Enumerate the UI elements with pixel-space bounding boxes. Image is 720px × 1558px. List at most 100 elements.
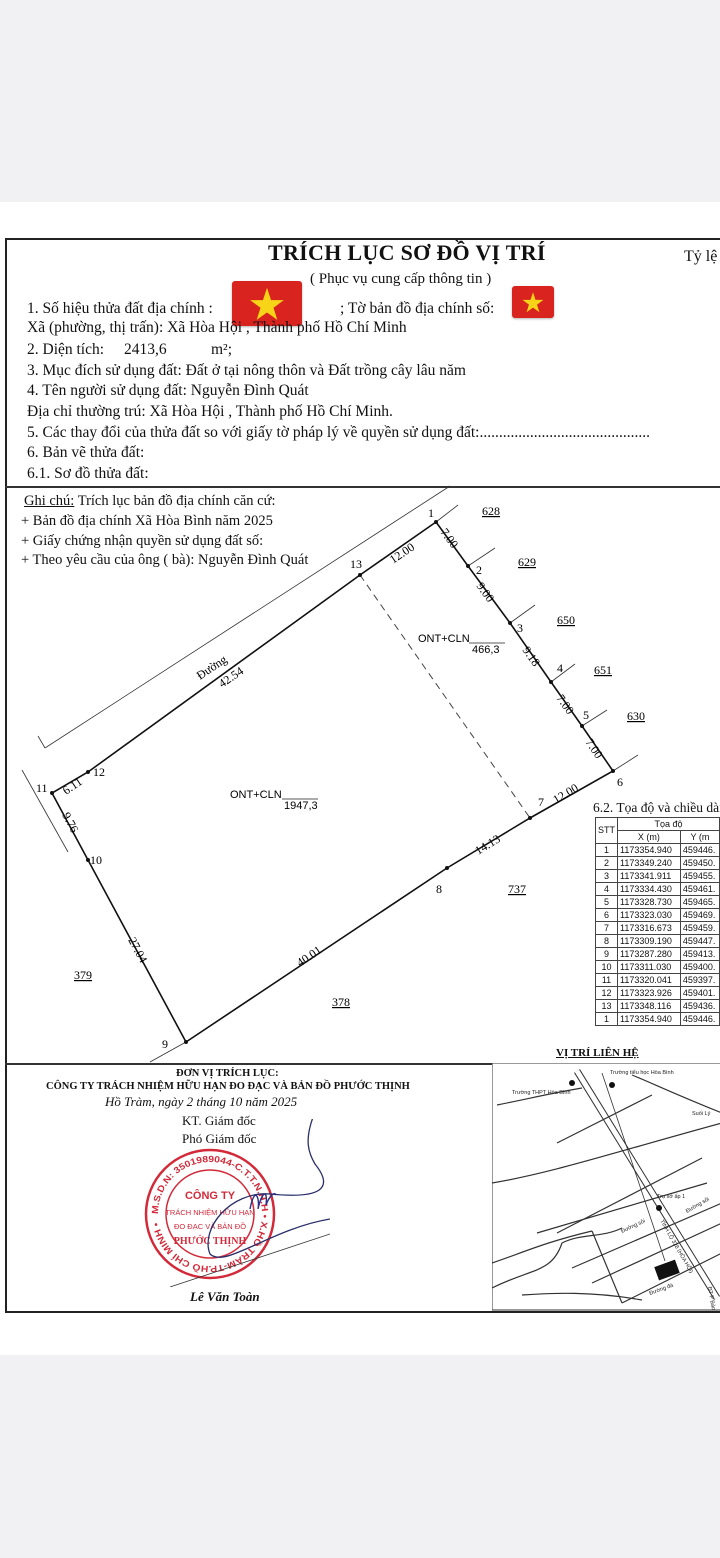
- land-purpose: 3. Mục đích sử dụng đất: Đất ở tại nông …: [27, 362, 466, 379]
- notes-intro: Ghi chú: Trích lục bản đồ địa chính căn …: [24, 492, 276, 510]
- cell-x: 1173354.940: [617, 1012, 681, 1026]
- cell-x: 1173349.240: [617, 856, 681, 870]
- vertex-label: 8: [436, 882, 442, 896]
- cell-stt: 1: [595, 1012, 618, 1026]
- zone-code: ONT+CLN: [230, 789, 282, 801]
- location-map: Trường tiểu học Hòa Bình Trường THPT Hòa…: [492, 1063, 720, 1311]
- edge-length: 12.00: [550, 781, 580, 807]
- zone-area: 1947,3: [284, 800, 318, 812]
- area-value: 2413,6: [124, 341, 167, 358]
- cell-x: 1173334.430: [617, 882, 681, 896]
- cell-stt: 8: [595, 934, 618, 948]
- neighbor-parcel: 379: [74, 968, 92, 982]
- notes-label: Ghi chú:: [24, 493, 75, 509]
- note-item: + Bản đồ địa chính Xã Hòa Bình năm 2025: [21, 513, 273, 529]
- edge-length: 12.00: [387, 540, 417, 567]
- neighbor-parcel: 629: [518, 555, 536, 569]
- stamp-text: CÔNG TY: [185, 1189, 236, 1202]
- vertex-dots: [50, 520, 615, 1044]
- note-item: + Giấy chứng nhận quyền sử dụng đất số:: [21, 533, 264, 549]
- cell-y: 459465.: [679, 895, 720, 909]
- cell-y: 459450.: [679, 856, 720, 870]
- cell-y: 459400.: [679, 960, 720, 974]
- cell-x: 1173309.190: [617, 934, 681, 948]
- cell-y: 459401.: [679, 986, 720, 1000]
- neighbor-parcel: 650: [557, 613, 575, 627]
- col-x: X (m): [617, 830, 681, 844]
- vertex-label: 1: [428, 506, 434, 520]
- cell-y: 459397.: [679, 973, 720, 987]
- edge-length: 9.76: [59, 810, 81, 835]
- owner-name: 4. Tên người sử dụng đất: Nguyễn Đình Qu…: [27, 382, 309, 399]
- scale-label: Tỷ lệ: [684, 248, 718, 265]
- cell-stt: 13: [595, 999, 618, 1013]
- cell-stt: 5: [595, 895, 618, 909]
- neighbor-parcels: 628 629 650 651 630 737 378 379: [74, 504, 645, 1009]
- map-sheet-label: ; Tờ bản đồ địa chính số:: [340, 300, 495, 317]
- cell-y: 459446.: [679, 843, 720, 857]
- cell-y: 459447.: [679, 934, 720, 948]
- flag-sticker-icon: [232, 281, 302, 326]
- neighbor-parcel: 630: [627, 709, 645, 723]
- stamp-text: TRÁCH NHIỆM HỮU HẠN: [165, 1208, 254, 1217]
- cell-stt: 11: [595, 973, 618, 987]
- edge-length: 7.00: [583, 736, 606, 761]
- zone-code: ONT+CLN: [418, 633, 470, 645]
- cell-stt: 10: [595, 960, 618, 974]
- coords-title: 6.2. Tọa độ và chiều dài: [593, 800, 720, 815]
- issue-date: Hồ Tràm, ngày 2 tháng 10 năm 2025: [105, 1094, 298, 1109]
- cell-stt: 6: [595, 908, 618, 922]
- cell-stt: 7: [595, 921, 618, 935]
- map-label: Suối Lý: [692, 1111, 711, 1117]
- stamp-text: PHƯỚC THỊNH: [174, 1235, 247, 1247]
- neighbor-parcel: 651: [594, 663, 612, 677]
- cell-x: 1173348.116: [617, 999, 681, 1013]
- vertex-label: 3: [517, 621, 523, 635]
- cell-y: 459455.: [679, 869, 720, 883]
- edge-length: 27.04: [125, 935, 150, 965]
- page-subtitle: ( Phục vụ cung cấp thông tin ): [310, 271, 492, 287]
- note-item: + Theo yêu cầu của ông ( bà): Nguyễn Đìn…: [21, 552, 309, 568]
- road-edge-line: [44, 485, 451, 749]
- col-y: Y (m: [679, 830, 720, 844]
- cell-y: 459436.: [679, 999, 720, 1013]
- signer-role: KT. Giám đốc: [182, 1113, 256, 1128]
- cell-x: 1173323.926: [617, 986, 681, 1000]
- vertex-label: 5: [583, 708, 589, 722]
- document-frame: [5, 238, 720, 1313]
- zone-area: 466,3: [472, 644, 500, 656]
- cell-x: 1173328.730: [617, 895, 681, 909]
- map-label: Trường tiểu học Hòa Bình: [610, 1069, 674, 1076]
- map-label: ĐT P Bảo: [706, 1286, 716, 1310]
- divider: [5, 486, 720, 488]
- col-group: Tọa độ: [617, 817, 720, 831]
- col-stt: STT: [595, 817, 618, 844]
- vertex-label: 6: [617, 775, 623, 789]
- cell-x: 1173323.030: [617, 908, 681, 922]
- area-unit: m²;: [211, 341, 233, 358]
- page-title: TRÍCH LỤC SƠ ĐỒ VỊ TRÍ: [268, 240, 546, 265]
- neighbor-parcel: 378: [332, 995, 350, 1009]
- edge-length: 6.11: [60, 774, 85, 797]
- cell-y: 459459.: [679, 921, 720, 935]
- drawing-heading: 6. Bản vẽ thửa đất:: [27, 444, 145, 461]
- signer-name: Lê Văn Toàn: [190, 1289, 260, 1304]
- cell-x: 1173311.030: [617, 960, 681, 974]
- cell-x: 1173341.911: [617, 869, 681, 883]
- vertex-label: 11: [36, 781, 48, 795]
- cell-y: 459469.: [679, 908, 720, 922]
- parcel-location-marker: [654, 1259, 680, 1281]
- area-label: 2. Diện tích:: [27, 341, 105, 358]
- signer-role: Phó Giám đốc: [182, 1131, 257, 1146]
